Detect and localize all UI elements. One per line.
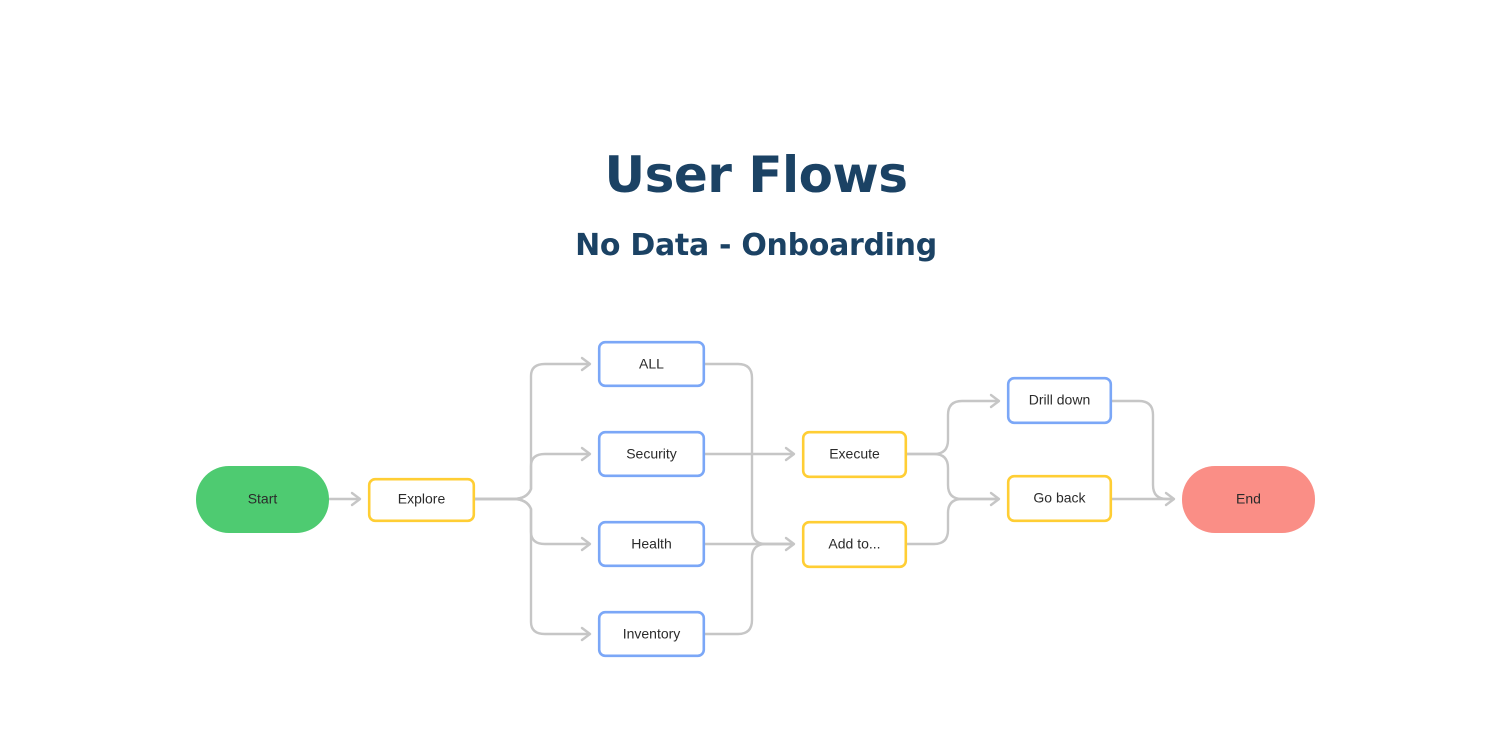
edge-explore-to-health	[473, 497, 592, 552]
edge-addto-to-goback	[905, 497, 999, 546]
edge-goback-to-end	[1110, 491, 1176, 507]
node-health[interactable]: Health	[597, 520, 706, 568]
edge-drilldown-to-end	[1110, 399, 1174, 501]
node-end[interactable]: End	[1182, 466, 1315, 533]
edge-inventory-to-addto	[703, 542, 794, 636]
edge-execute-to-goback	[905, 452, 1001, 507]
edge-start-to-explore	[327, 491, 362, 507]
edge-security-to-execute	[703, 446, 796, 462]
edge-explore-to-inventory	[473, 497, 592, 642]
node-all[interactable]: ALL	[597, 340, 706, 388]
node-drill-down[interactable]: Drill down	[1006, 376, 1113, 425]
node-security[interactable]: Security	[597, 430, 706, 478]
node-start[interactable]: Start	[196, 466, 329, 533]
edge-layer	[327, 356, 1176, 642]
edge-explore-to-security	[473, 446, 592, 501]
edge-execute-to-drilldown	[905, 393, 1001, 456]
page-title: User Flows	[604, 146, 908, 204]
page-subtitle: No Data - Onboarding	[575, 228, 937, 263]
edge-explore-to-all	[473, 356, 592, 501]
node-execute[interactable]: Execute	[801, 430, 908, 479]
node-explore[interactable]: Explore	[367, 477, 476, 523]
node-go-back[interactable]: Go back	[1006, 474, 1113, 523]
page-header: User Flows No Data - Onboarding	[0, 0, 1512, 263]
node-add-to[interactable]: Add to...	[801, 520, 908, 569]
node-inventory[interactable]: Inventory	[597, 610, 706, 658]
